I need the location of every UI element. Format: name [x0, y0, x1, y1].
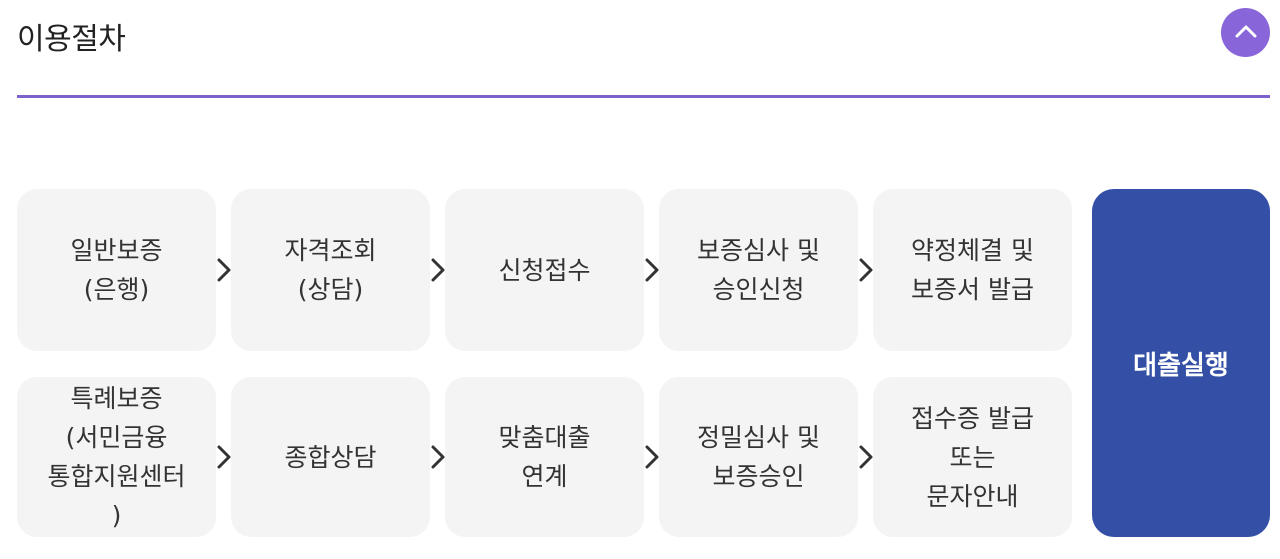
chevron-right-icon — [216, 444, 232, 470]
chevron-right-icon — [644, 257, 660, 283]
step-custom-loan-link: 맞춤대출 연계 — [445, 377, 644, 537]
step-eligibility-check: 자격조회 (상담) — [231, 189, 430, 351]
chevron-up-icon — [1235, 23, 1257, 42]
section-title: 이용절차 — [17, 22, 126, 57]
chevron-right-icon — [858, 257, 874, 283]
step-detailed-review-approval: 정밀심사 및 보증승인 — [659, 377, 858, 537]
step-general-guarantee: 일반보증 (은행) — [17, 189, 216, 351]
step-loan-execution: 대출실행 — [1092, 189, 1270, 537]
step-special-guarantee: 특례보증 (서민금융 통합지원센터 ) — [17, 377, 216, 537]
chevron-right-icon — [644, 444, 660, 470]
step-receipt-or-sms: 접수증 발급 또는 문자안내 — [873, 377, 1072, 537]
step-comprehensive-consultation: 종합상담 — [231, 377, 430, 537]
chevron-right-icon — [430, 444, 446, 470]
chevron-right-icon — [216, 257, 232, 283]
collapse-button[interactable] — [1221, 8, 1270, 57]
chevron-right-icon — [858, 444, 874, 470]
section-divider — [17, 95, 1270, 98]
step-review-approval-request: 보증심사 및 승인신청 — [659, 189, 858, 351]
step-contract-issuance: 약정체결 및 보증서 발급 — [873, 189, 1072, 351]
step-application-receipt: 신청접수 — [445, 189, 644, 351]
chevron-right-icon — [430, 257, 446, 283]
